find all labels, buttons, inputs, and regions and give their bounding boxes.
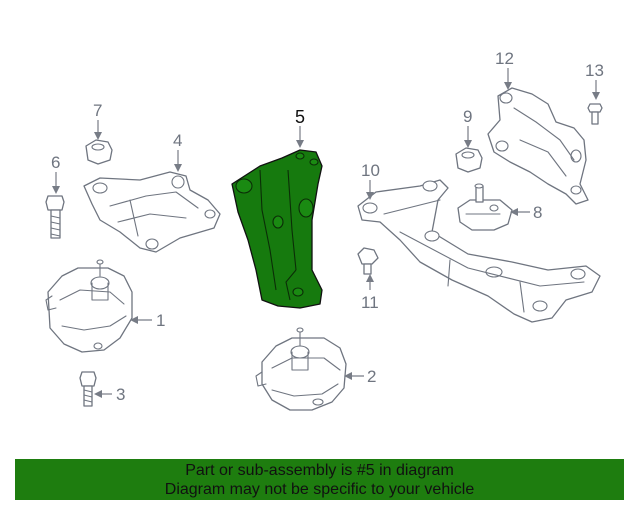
part-3-bolt[interactable] (79, 371, 97, 407)
callout-labels: 1 2 3 4 5 6 7 8 9 10 11 12 13 (51, 49, 604, 404)
callout-11: 11 (361, 293, 379, 312)
info-banner: Part or sub-assembly is #5 in diagram Di… (15, 459, 624, 500)
callout-3: 3 (116, 385, 125, 404)
part-13-bolt[interactable] (587, 103, 603, 125)
callout-leaders (52, 68, 600, 398)
callout-1: 1 (156, 311, 165, 330)
callout-10: 10 (361, 161, 380, 180)
part-11-bolt[interactable] (357, 247, 379, 275)
callout-4: 4 (173, 131, 182, 150)
part-4-bracket[interactable] (83, 171, 221, 253)
parts-diagram: 1 2 3 4 5 6 7 8 9 10 11 12 13 (45, 49, 604, 411)
banner-line-1: Part or sub-assembly is #5 in diagram (185, 462, 454, 479)
callout-9: 9 (463, 107, 472, 126)
banner-line-2: Diagram may not be specific to your vehi… (164, 481, 475, 498)
part-9-nut[interactable] (455, 147, 483, 173)
part-7-nut[interactable] (85, 139, 113, 165)
part-12-bracket[interactable] (487, 87, 589, 205)
part-6-bolt[interactable] (45, 195, 65, 239)
callout-13: 13 (585, 61, 604, 80)
part-5-bracket-highlighted[interactable] (231, 149, 323, 309)
part-2-engine-mount[interactable] (255, 327, 347, 411)
callout-2: 2 (367, 367, 376, 386)
callout-8: 8 (533, 203, 542, 222)
callout-7: 7 (93, 101, 102, 120)
part-1-engine-mount[interactable] (45, 259, 133, 353)
callout-12: 12 (495, 49, 514, 68)
part-8-transmission-mount[interactable] (457, 183, 513, 231)
callout-6: 6 (51, 153, 60, 172)
callout-5: 5 (295, 107, 305, 127)
part-10-crossmember[interactable] (357, 179, 601, 323)
